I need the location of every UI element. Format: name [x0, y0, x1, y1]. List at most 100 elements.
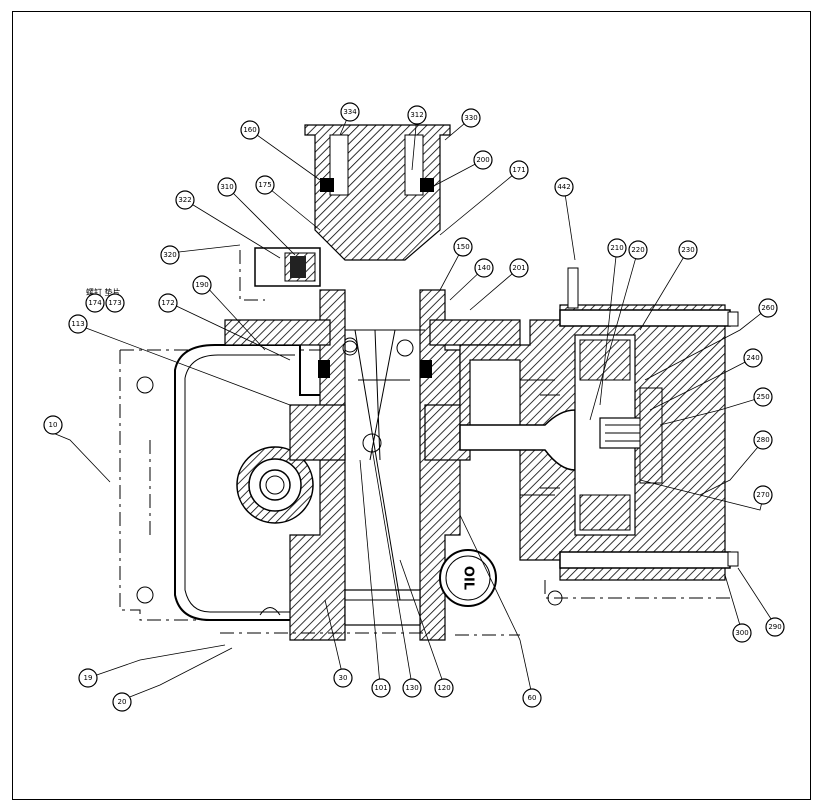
- callout-circle: [765, 617, 785, 637]
- callout-number: 160: [243, 126, 256, 134]
- callout-circle: [43, 415, 63, 435]
- callout-number: 120: [437, 684, 450, 692]
- callout-250: 250: [753, 387, 773, 407]
- callout-number: 260: [761, 304, 774, 312]
- gear-section: [236, 446, 314, 524]
- callout-circle: [255, 175, 275, 195]
- callout-number: 130: [405, 684, 418, 692]
- callout-230: 230: [678, 240, 698, 260]
- callout-240: 240: [743, 348, 763, 368]
- callout-number: 240: [746, 354, 759, 362]
- callout-circle: [105, 293, 125, 313]
- callout-circle: [753, 387, 773, 407]
- callout-number: 210: [610, 244, 623, 252]
- callout-circle: [453, 237, 473, 257]
- callout-circle: [78, 668, 98, 688]
- callout-150: 150: [453, 237, 473, 257]
- callout-circle: [473, 150, 493, 170]
- callout-circle: [522, 688, 542, 708]
- callout-circle: [158, 293, 178, 313]
- callout-322: 322: [175, 190, 195, 210]
- callout-30: 30: [333, 668, 353, 688]
- callout-number: 173: [108, 299, 121, 307]
- screw-washer-label: 螺钉 垫片: [86, 287, 121, 297]
- callout-circle: [112, 692, 132, 712]
- callout-circle: [461, 108, 481, 128]
- callout-number: 322: [178, 196, 191, 204]
- callout-number: 10: [49, 421, 58, 429]
- callout-circle: [340, 102, 360, 122]
- callout-280: 280: [753, 430, 773, 450]
- callout-circle: [333, 668, 353, 688]
- callout-101: 101: [371, 678, 391, 698]
- callout-number: 290: [768, 623, 781, 631]
- callout-number: 280: [756, 436, 769, 444]
- callout-circle: [240, 120, 260, 140]
- callout-300: 300: [732, 623, 752, 643]
- callout-layer: 1019203060101113120130140150160171172173…: [43, 102, 785, 712]
- callout-173: 173: [105, 293, 125, 313]
- callout-number: 113: [71, 320, 84, 328]
- callout-circle: [732, 623, 752, 643]
- callout-number: 30: [339, 674, 348, 682]
- callout-circle: [474, 258, 494, 278]
- callout-60: 60: [522, 688, 542, 708]
- callout-113: 113: [68, 314, 88, 334]
- callout-number: 230: [681, 246, 694, 254]
- callout-number: 250: [756, 393, 769, 401]
- callout-number: 330: [464, 114, 477, 122]
- callout-number: 442: [557, 183, 570, 191]
- callout-number: 101: [374, 684, 387, 692]
- callout-circle: [509, 258, 529, 278]
- callout-190: 190: [192, 275, 212, 295]
- callout-number: 20: [118, 698, 127, 706]
- callout-circle: [758, 298, 778, 318]
- callout-circle: [509, 160, 529, 180]
- callout-320: 320: [160, 245, 180, 265]
- callout-220: 220: [628, 240, 648, 260]
- callout-10: 10: [43, 415, 63, 435]
- callout-number: 19: [84, 674, 93, 682]
- callout-number: 300: [735, 629, 748, 637]
- callout-270: 270: [753, 485, 773, 505]
- callout-circle: [607, 238, 627, 258]
- callout-number: 320: [163, 251, 176, 259]
- callout-310: 310: [217, 177, 237, 197]
- center-body-section: [224, 124, 521, 641]
- callout-circle: [434, 678, 454, 698]
- callout-number: 175: [258, 181, 271, 189]
- oil-plug: OIL: [439, 549, 497, 607]
- callout-312: 312: [407, 105, 427, 125]
- callout-number: 201: [512, 264, 525, 272]
- oil-label: OIL: [461, 566, 476, 590]
- callout-circle: [371, 678, 391, 698]
- callout-174: 174: [85, 293, 105, 313]
- callout-number: 60: [528, 694, 537, 702]
- callout-number: 140: [477, 264, 490, 272]
- callout-circle: [678, 240, 698, 260]
- callout-number: 190: [195, 281, 208, 289]
- callout-20: 20: [112, 692, 132, 712]
- callout-140: 140: [474, 258, 494, 278]
- callout-260: 260: [758, 298, 778, 318]
- callout-334: 334: [340, 102, 360, 122]
- callout-circle: [68, 314, 88, 334]
- callout-number: 200: [476, 156, 489, 164]
- drawing-frame: [12, 11, 811, 800]
- callout-circle: [628, 240, 648, 260]
- callout-circle: [407, 105, 427, 125]
- callout-number: 312: [410, 111, 423, 119]
- callout-201: 201: [509, 258, 529, 278]
- callout-circle: [554, 177, 574, 197]
- callout-120: 120: [434, 678, 454, 698]
- callout-172: 172: [158, 293, 178, 313]
- callout-number: 334: [343, 108, 357, 116]
- right-piston-assembly: [459, 267, 739, 599]
- callout-number: 310: [220, 183, 233, 191]
- callout-number: 174: [88, 299, 102, 307]
- callout-circle: [753, 430, 773, 450]
- callout-circle: [402, 678, 422, 698]
- callout-circle: [743, 348, 763, 368]
- callout-330: 330: [461, 108, 481, 128]
- callout-number: 220: [631, 246, 644, 254]
